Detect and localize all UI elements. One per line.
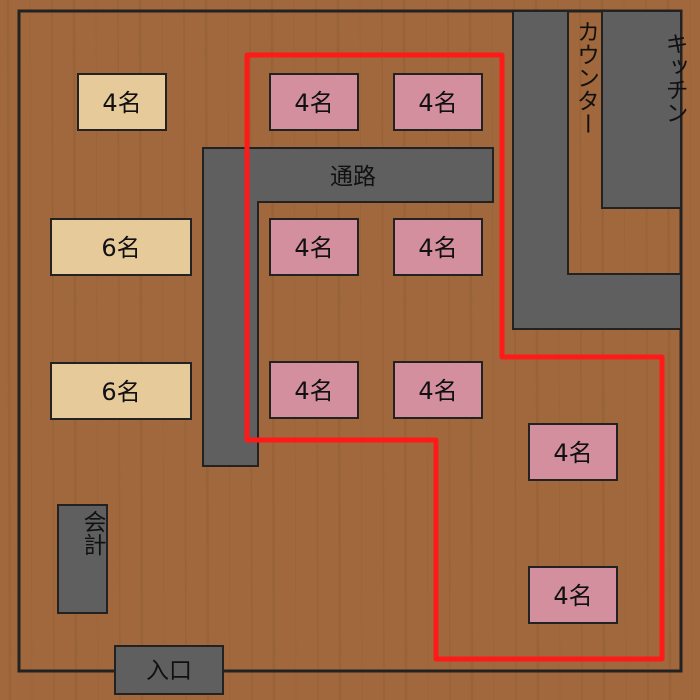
table-t4-label: 4名 [294, 89, 333, 117]
table-t11-label: 4名 [553, 582, 592, 610]
table-t10-label: 4名 [553, 439, 592, 467]
table-t9: 4名 [393, 361, 483, 419]
counter [512, 10, 682, 330]
table-t5-label: 4名 [418, 89, 457, 117]
table-t9-label: 4名 [418, 377, 457, 405]
table-t2-label: 6名 [101, 234, 140, 262]
cashier [57, 504, 108, 614]
table-t1-label: 4名 [102, 89, 141, 117]
outer-wall [17, 9, 683, 673]
table-t11: 4名 [528, 566, 618, 624]
passage [202, 147, 494, 467]
table-t2: 6名 [50, 218, 192, 276]
entrance-label: 入口 [146, 658, 192, 684]
table-t7: 4名 [393, 218, 483, 276]
table-t3: 6名 [50, 362, 192, 420]
table-t8-label: 4名 [294, 377, 333, 405]
table-t8: 4名 [269, 361, 359, 419]
table-t7-label: 4名 [418, 234, 457, 262]
table-t10: 4名 [528, 423, 618, 481]
passage-label: 通路 [330, 164, 376, 190]
kitchen [601, 10, 682, 209]
table-t6: 4名 [269, 218, 359, 276]
table-t4: 4名 [269, 73, 359, 131]
table-t3-label: 6名 [101, 378, 140, 406]
table-t6-label: 4名 [294, 234, 333, 262]
table-t1: 4名 [77, 73, 167, 131]
table-t5: 4名 [393, 73, 483, 131]
highlight-region-outline [244, 52, 665, 662]
entrance [114, 645, 224, 695]
